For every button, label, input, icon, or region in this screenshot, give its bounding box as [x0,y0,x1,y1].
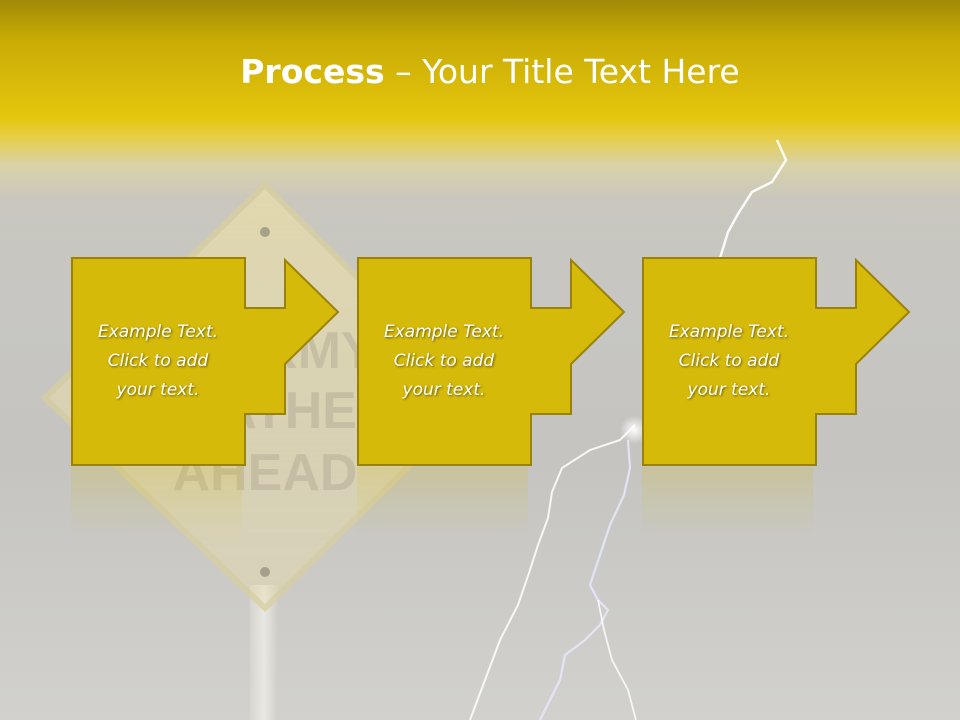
step-3-text: Example Text. Click to add your text. [668,322,790,400]
lightning-lower [469,424,636,720]
process-step-2[interactable]: Example Text. Click to add your text. [357,257,642,467]
process-step-3[interactable]: Example Text. Click to add your text. [642,257,927,467]
lightning-branch-2 [597,599,637,720]
lightning-upper [718,139,788,259]
lightning-branch [539,439,632,720]
lightning-glow [620,416,648,444]
step-1-text-box[interactable]: Example Text. Click to add your text. [71,257,245,466]
title-bold: Process [240,52,385,91]
step-1-arrow-shape [71,257,340,466]
step-3-reflection [642,467,813,537]
step-3-text-box[interactable]: Example Text. Click to add your text. [642,257,816,466]
step-1-reflection [71,467,242,537]
step-1-text: Example Text. Click to add your text. [97,322,219,400]
step-2-reflection [357,467,528,537]
step-3-arrow-shape [642,257,911,466]
slide-title[interactable]: Process – Your Title Text Here [0,52,960,91]
step-2-text-box[interactable]: Example Text. Click to add your text. [357,257,531,466]
step-2-arrow-shape [357,257,626,466]
title-rest: – Your Title Text Here [384,52,740,91]
sign-bolt-bottom [260,567,270,577]
sign-bolt-top [260,227,270,237]
process-step-1[interactable]: Example Text. Click to add your text. [71,257,356,467]
step-2-text: Example Text. Click to add your text. [383,322,505,400]
